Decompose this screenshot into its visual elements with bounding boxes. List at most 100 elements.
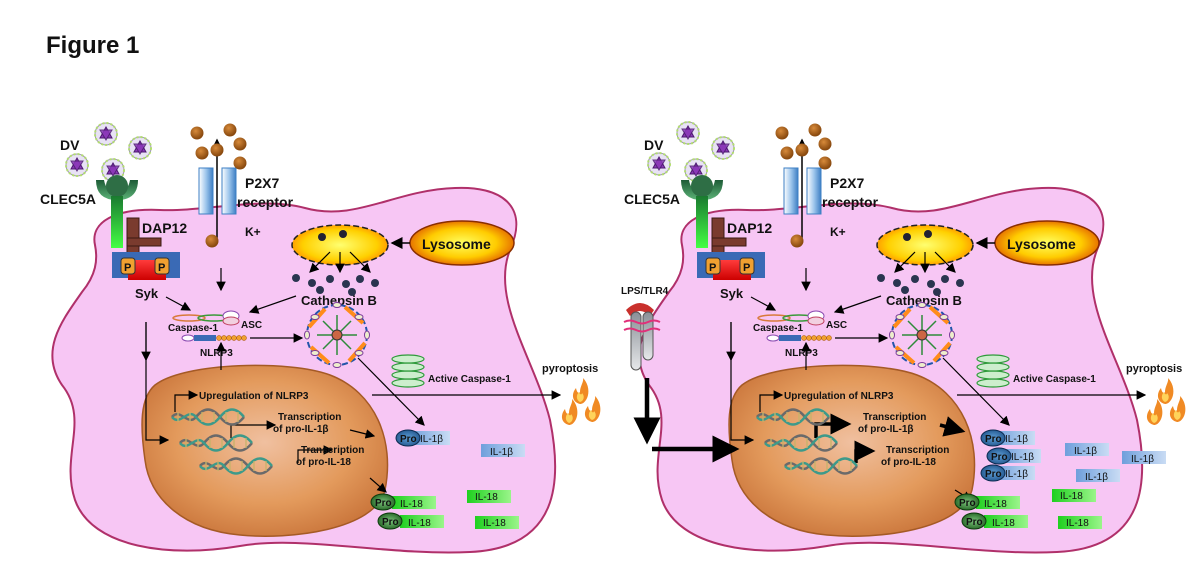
virus-icon: [128, 136, 152, 160]
syk-complex: P P: [112, 252, 180, 280]
upregulation-nlrp3-label: Upregulation of NLRP3: [784, 391, 894, 402]
il18-label: IL-18: [992, 518, 1015, 529]
caspase1-label: Caspase-1: [753, 323, 803, 334]
pro-label: Pro: [375, 498, 392, 509]
cathepsin-b-label: Cathepsin B: [886, 293, 962, 308]
virus-icon: [647, 152, 671, 176]
nucleus: [141, 364, 389, 537]
panel-right: DV CLEC5A DAP12 P P Syk P2X7 receptor: [621, 121, 1186, 554]
p2x7-receptor-icon: [783, 167, 822, 215]
transcription-il18-label-2: of pro-IL-18: [881, 457, 936, 468]
inflammasome-components: [172, 310, 247, 342]
dap12-label: DAP12: [142, 220, 187, 236]
pro-label: Pro: [991, 452, 1008, 463]
fire-icon: [561, 399, 578, 425]
il18-label: IL-18: [984, 499, 1007, 510]
phosphate-label: P: [158, 262, 165, 274]
nlrp3-label: NLRP3: [200, 348, 233, 359]
il18-label: IL-18: [400, 499, 423, 510]
transcription-il18-label: Transcription: [301, 445, 364, 456]
transcription-il1b-label: Transcription: [278, 412, 341, 423]
il1b-label: IL-1β: [1011, 452, 1034, 463]
clec5a-label: CLEC5A: [40, 191, 96, 207]
fire-icon: [572, 378, 589, 404]
virus-icon: [94, 122, 118, 146]
dap12-label: DAP12: [727, 220, 772, 236]
lysosome-label: Lysosome: [1007, 236, 1076, 252]
syk-complex: P P: [697, 252, 765, 280]
pro-il18-icon: [954, 493, 1028, 530]
active-caspase1-label: Active Caspase-1: [1013, 374, 1096, 385]
il18-label: IL-18: [483, 518, 506, 529]
phosphate-label: P: [743, 262, 750, 274]
transcription-il1b-label: Transcription: [863, 412, 926, 423]
virus-icon: [676, 121, 700, 145]
tlr4-receptor-icon: [623, 303, 661, 371]
fire-icon: [1146, 399, 1163, 425]
il1b-label: IL-1β: [490, 447, 513, 458]
il1b-label: IL-1β: [1074, 446, 1097, 457]
il1b-icon: [1065, 443, 1166, 482]
virus-icon: [711, 136, 735, 160]
dv-label: DV: [60, 137, 80, 153]
active-caspase1-label: Active Caspase-1: [428, 374, 511, 385]
pro-il1b-icon: [395, 429, 450, 447]
pyroptosis-label: pyroptosis: [542, 363, 598, 375]
caspase1-label: Caspase-1: [168, 323, 218, 334]
transcription-il1b-label-2: of pro-IL-1β: [273, 424, 329, 435]
p2x7-receptor-icon: [198, 167, 237, 215]
phosphate-label: P: [709, 262, 716, 274]
pro-label: Pro: [400, 434, 417, 445]
fire-icon: [1157, 378, 1174, 404]
transcription-il18-label: Transcription: [886, 445, 949, 456]
pro-il1b-icon: [980, 429, 1041, 482]
il1b-label: IL-1β: [1005, 434, 1028, 445]
il1b-label: IL-1β: [420, 434, 443, 445]
pyroptosis-label: pyroptosis: [1126, 363, 1182, 375]
lysosome-label: Lysosome: [422, 236, 491, 252]
lps-tlr4-label: LPS/TLR4: [621, 286, 669, 297]
pro-label: Pro: [966, 517, 983, 528]
cathepsin-b-label: Cathepsin B: [301, 293, 377, 308]
asc-label: ASC: [241, 320, 262, 331]
il1b-label: IL-1β: [1005, 469, 1028, 480]
cathepsin-b-icon: [292, 274, 379, 296]
p2x7-label: P2X7: [245, 175, 279, 191]
cathepsin-b-icon: [877, 274, 964, 296]
receptor-label: receptor: [237, 194, 294, 210]
syk-label: Syk: [135, 286, 159, 301]
k-ion-label: K+: [245, 225, 261, 239]
dv-label: DV: [644, 137, 664, 153]
active-caspase1-icon: [391, 354, 425, 388]
fire-icon: [584, 396, 601, 422]
receptor-label: receptor: [822, 194, 879, 210]
clec5a-label: CLEC5A: [624, 191, 680, 207]
active-caspase1-icon: [976, 354, 1010, 388]
il18-label: IL-18: [1060, 491, 1083, 502]
fire-icon: [1169, 396, 1186, 422]
transcription-il1b-label-2: of pro-IL-1β: [858, 424, 914, 435]
pro-il18-icon: [370, 493, 444, 530]
pro-label: Pro: [382, 517, 399, 528]
p2x7-label: P2X7: [830, 175, 864, 191]
inflammasome-components: [757, 310, 832, 342]
il1b-label: IL-1β: [1085, 472, 1108, 483]
il18-label: IL-18: [408, 518, 431, 529]
syk-label: Syk: [720, 286, 744, 301]
il18-label: IL-18: [475, 492, 498, 503]
transcription-il18-label-2: of pro-IL-18: [296, 457, 351, 468]
upregulation-nlrp3-label: Upregulation of NLRP3: [199, 391, 309, 402]
clec5a-receptor-icon: [96, 175, 138, 248]
asc-label: ASC: [826, 320, 847, 331]
dap12-icon: [711, 217, 747, 261]
nlrp3-label: NLRP3: [785, 348, 818, 359]
figure-title: Figure 1: [46, 32, 140, 59]
virus-icon: [65, 153, 89, 177]
phosphate-label: P: [124, 262, 131, 274]
k-ion-label: K+: [830, 225, 846, 239]
il18-icon: [467, 490, 519, 529]
il18-label: IL-18: [1066, 518, 1089, 529]
pro-label: Pro: [959, 498, 976, 509]
il1b-label: IL-1β: [1131, 454, 1154, 465]
